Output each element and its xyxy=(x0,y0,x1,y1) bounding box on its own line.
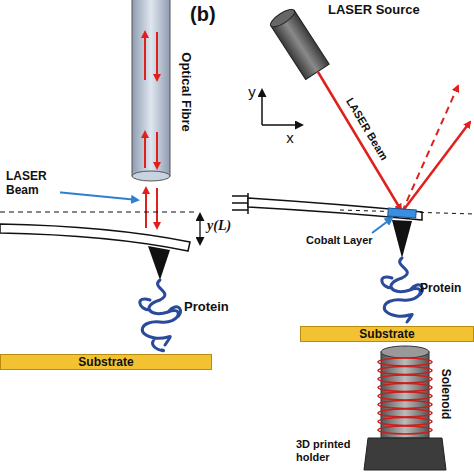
cantilever-tip xyxy=(148,246,170,280)
reflected-beam xyxy=(402,122,470,212)
optical-fibre xyxy=(132,0,170,176)
substrate-label: Substrate xyxy=(78,355,133,369)
coil-winding xyxy=(378,418,432,426)
protein-molecule xyxy=(140,280,181,351)
substrate-bar: Substrate xyxy=(300,326,474,342)
printed-holder xyxy=(364,438,446,470)
cobalt-label: Cobalt Layer xyxy=(306,234,373,247)
beam-label: LASER Beam xyxy=(4,170,60,198)
fibre-end xyxy=(132,171,170,181)
protein-molecule xyxy=(382,258,423,322)
cobalt-pointer xyxy=(372,218,392,233)
clamp xyxy=(232,193,248,214)
axis-label: x xyxy=(286,129,294,146)
coil-winding xyxy=(378,409,432,417)
coil-winding xyxy=(378,426,432,434)
coil-winding xyxy=(378,367,432,375)
panel-letter: (b) xyxy=(190,3,216,26)
deflection-arrow xyxy=(199,214,200,244)
deflected-beam xyxy=(402,86,458,212)
source-label: LASER Source xyxy=(328,3,420,18)
coil-winding xyxy=(378,401,432,409)
laser-beam-pointer xyxy=(56,192,138,200)
fibre-label: Optical Fibre xyxy=(179,52,194,131)
cobalt-layer xyxy=(388,208,416,218)
coil-winding xyxy=(378,375,432,383)
protein-label: Protein xyxy=(420,282,461,296)
axis-label: y xyxy=(248,83,256,100)
coil-winding xyxy=(378,384,432,392)
holder-label: 3D printed holder xyxy=(296,438,362,463)
cantilever xyxy=(248,198,422,220)
substrate-bar: Substrate xyxy=(0,354,212,370)
solenoid xyxy=(378,346,432,438)
protein-label: Protein xyxy=(184,300,229,315)
coil-winding xyxy=(378,392,432,400)
deflection-label: y(L) xyxy=(207,218,231,234)
substrate-label: Substrate xyxy=(359,327,414,341)
coil-winding xyxy=(378,358,432,366)
fibre-light xyxy=(145,32,157,228)
y-axis xyxy=(261,90,263,125)
x-axis xyxy=(262,124,302,126)
rest-line xyxy=(0,211,196,212)
solenoid-label: Solenoid xyxy=(438,369,452,420)
cantilever xyxy=(0,224,190,251)
incident-beam xyxy=(318,72,401,210)
cantilever-tip xyxy=(392,220,412,258)
laser-source xyxy=(268,6,329,79)
